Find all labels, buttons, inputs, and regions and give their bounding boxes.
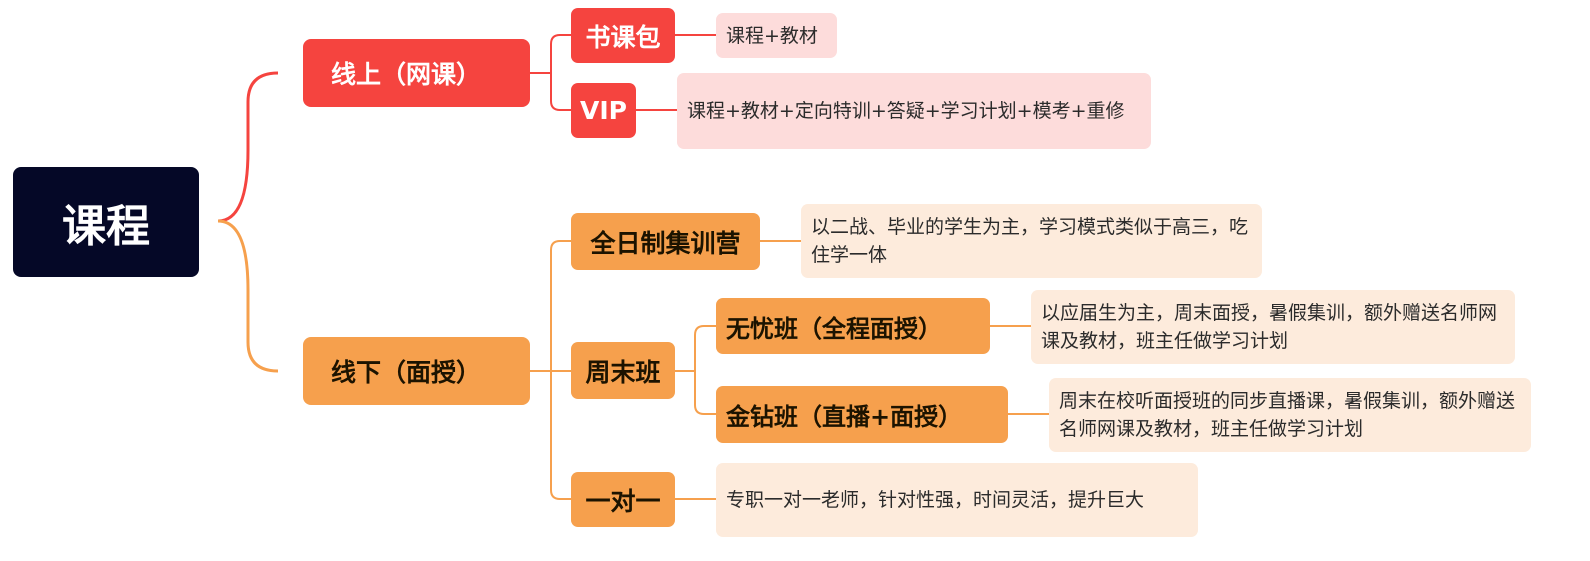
vip-label: VIP	[580, 96, 627, 125]
jinzuan-class-desc-text: 周末在校听面授班的同步直播课，暑假集训，额外赠送名师网课及教材，班主任做学习计划	[1059, 390, 1516, 440]
offline-course-label: 线下（面授）	[331, 358, 482, 387]
camp-desc: 以二战、毕业的学生为主，学习模式类似于高三，吃住学一体	[801, 204, 1262, 278]
wuyou-class-desc: 以应届生为主，周末面授，暑假集训，额外赠送名师网课及教材，班主任做学习计划	[1031, 290, 1515, 364]
root-label: 课程	[62, 201, 150, 252]
camp-desc-text: 以二战、毕业的学生为主，学习模式类似于高三，吃住学一体	[811, 216, 1249, 266]
book-bundle-label: 书课包	[585, 22, 661, 52]
connector-root-online	[217, 71, 279, 223]
jinzuan-class-desc: 周末在校听面授班的同步直播课，暑假集训，额外赠送名师网课及教材，班主任做学习计划	[1049, 378, 1531, 452]
wuyou-class-desc-text: 以应届生为主，周末面授，暑假集训，额外赠送名师网课及教材，班主任做学习计划	[1041, 302, 1498, 352]
root-node[interactable]: 课程	[13, 167, 199, 277]
connector-offline-oneonone	[550, 371, 571, 500]
one-on-one-desc: 专职一对一老师，针对性强，时间灵活，提升巨大	[716, 463, 1198, 537]
vip-desc-text: 课程+教材+定向特训+答疑+学习计划+模考+重修	[687, 100, 1125, 122]
wuyou-class-node[interactable]: 无忧班（全程面授）	[716, 298, 990, 354]
jinzuan-class-node[interactable]: 金钻班（直播+面授）	[716, 386, 1008, 443]
book-bundle-desc-text: 课程+教材	[726, 24, 818, 47]
weekend-label: 周末班	[585, 357, 661, 387]
camp-label: 全日制集训营	[590, 228, 741, 258]
connector-weekend-wuyou	[694, 325, 716, 371]
one-on-one-label: 一对一	[585, 486, 661, 516]
connector-offline-camp	[550, 240, 571, 371]
offline-course-node[interactable]: 线下（面授）	[303, 337, 530, 405]
one-on-one-desc-text: 专职一对一老师，针对性强，时间灵活，提升巨大	[726, 489, 1145, 511]
online-course-node[interactable]: 线上（网课）	[303, 39, 530, 107]
jinzuan-class-label: 金钻班（直播+面授）	[726, 403, 963, 431]
vip-desc: 课程+教材+定向特训+答疑+学习计划+模考+重修	[677, 73, 1151, 149]
weekend-node[interactable]: 周末班	[571, 342, 675, 399]
vip-node[interactable]: VIP	[571, 83, 636, 138]
camp-node[interactable]: 全日制集训营	[571, 213, 760, 270]
connector-online-book	[550, 34, 571, 73]
one-on-one-node[interactable]: 一对一	[571, 472, 675, 527]
connector-root-offline	[217, 219, 279, 373]
wuyou-class-label: 无忧班（全程面授）	[726, 314, 942, 343]
connector-online-vip	[550, 73, 571, 111]
book-bundle-desc: 课程+教材	[716, 13, 837, 58]
online-course-label: 线上（网课）	[331, 60, 482, 89]
book-bundle-node[interactable]: 书课包	[571, 8, 675, 63]
connector-weekend-jinzuan	[694, 371, 716, 415]
